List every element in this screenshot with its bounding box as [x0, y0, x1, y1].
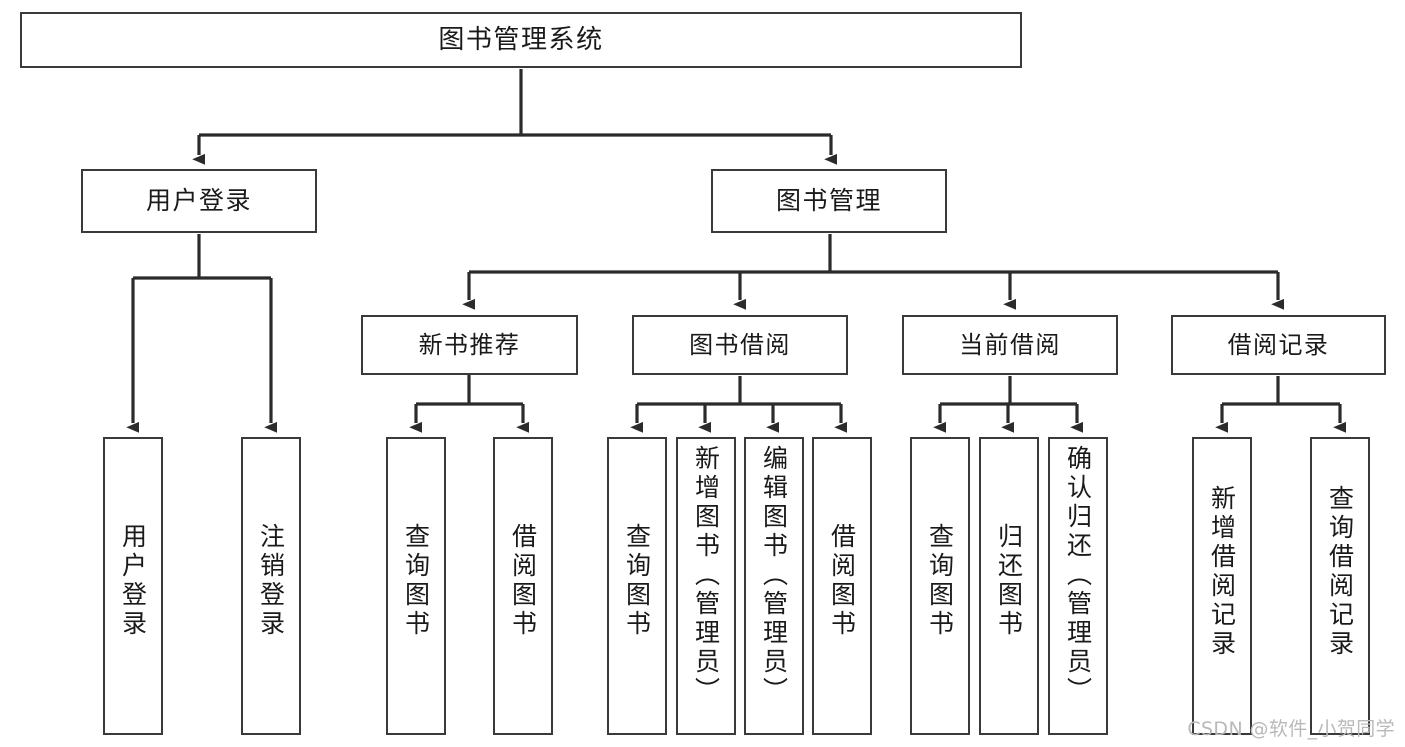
leaf-add-book-admin[interactable]: 新增图书（管理员）: [676, 437, 736, 735]
leaf-confirm-return-admin[interactable]: 确认归还（管理员）: [1048, 437, 1108, 735]
node-label: 借阅图书: [827, 523, 857, 639]
leaf-borrow-book[interactable]: 借阅图书: [812, 437, 872, 735]
leaf-query-book-recommend[interactable]: 查询图书: [386, 437, 446, 735]
leaf-query-book-borrow[interactable]: 查询图书: [607, 437, 667, 735]
node-label: 当前借阅: [959, 330, 1061, 359]
node-label: 用户登录: [118, 523, 148, 639]
leaf-logout[interactable]: 注销登录: [241, 437, 301, 735]
node-borrow-record[interactable]: 借阅记录: [1171, 315, 1386, 375]
node-book-borrow[interactable]: 图书借阅: [632, 315, 848, 375]
node-label: 用户登录: [145, 186, 252, 216]
node-label: 注销登录: [256, 523, 286, 639]
leaf-query-book-current[interactable]: 查询图书: [910, 437, 970, 735]
leaf-add-borrow-record[interactable]: 新增借阅记录: [1192, 437, 1252, 735]
node-label: 图书管理: [775, 186, 882, 216]
node-label: 确认归还（管理员）: [1063, 445, 1093, 706]
node-label: 编辑图书（管理员）: [759, 445, 789, 706]
csdn-watermark: CSDN @软件_小贺同学: [1187, 718, 1395, 740]
node-label: 图书借阅: [689, 330, 791, 359]
node-label: 借阅图书: [508, 523, 538, 639]
node-root-system[interactable]: 图书管理系统: [20, 12, 1022, 68]
node-book-management[interactable]: 图书管理: [711, 169, 947, 233]
node-label: 查询图书: [622, 523, 652, 639]
node-label: 查询图书: [925, 523, 955, 639]
node-label: 新增图书（管理员）: [691, 445, 721, 706]
node-new-book-recommend[interactable]: 新书推荐: [361, 315, 578, 375]
node-current-borrow[interactable]: 当前借阅: [902, 315, 1118, 375]
leaf-query-borrow-record[interactable]: 查询借阅记录: [1310, 437, 1370, 735]
node-label: 查询图书: [401, 523, 431, 639]
node-label: 查询借阅记录: [1325, 485, 1355, 659]
node-label: 借阅记录: [1227, 330, 1330, 359]
leaf-user-login[interactable]: 用户登录: [103, 437, 163, 735]
node-user-login[interactable]: 用户登录: [81, 169, 317, 233]
node-label: 新增借阅记录: [1207, 485, 1237, 659]
leaf-edit-book-admin[interactable]: 编辑图书（管理员）: [744, 437, 804, 735]
leaf-return-book[interactable]: 归还图书: [979, 437, 1039, 735]
node-label: 图书管理系统: [438, 24, 604, 55]
node-label: 新书推荐: [418, 330, 521, 359]
node-label: 归还图书: [994, 523, 1024, 639]
leaf-borrow-book-recommend[interactable]: 借阅图书: [493, 437, 553, 735]
